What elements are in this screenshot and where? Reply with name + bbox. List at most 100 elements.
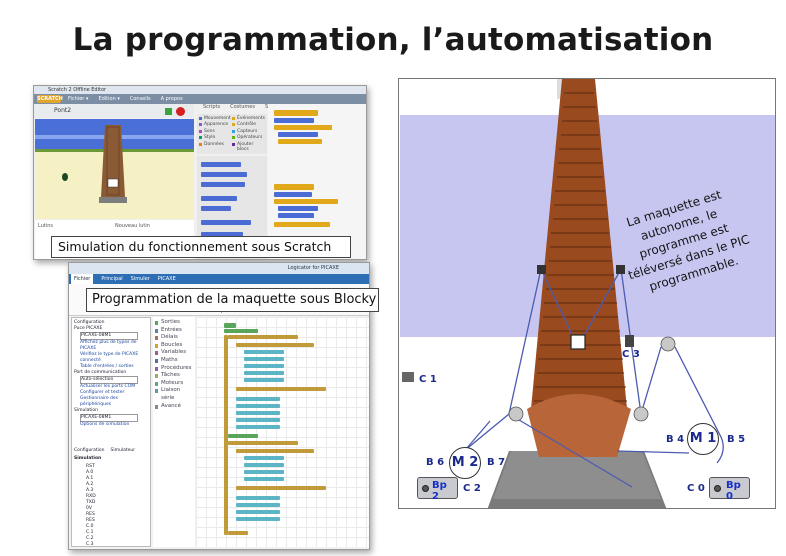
scratch-menu-tips[interactable]: Conseils xyxy=(129,96,151,102)
sensor-c2-label: C 2 xyxy=(463,483,481,494)
config-select[interactable]: PICAXE-08M1 xyxy=(80,332,138,340)
blocky-config-panel: Configuration Puce PICAXE PICAXE-08M1 Af… xyxy=(71,317,151,547)
sensor-c3-label: C 3 xyxy=(622,349,640,360)
sensor-c1-label: C 1 xyxy=(419,374,437,385)
category-outputs[interactable]: Sorties xyxy=(155,319,193,327)
page-title: La programmation, l’automatisation xyxy=(72,22,714,58)
scratch-script-area xyxy=(268,104,366,259)
bottom-tabs: Configuration Simulateur xyxy=(74,448,148,454)
button-bp2: Bp 2 xyxy=(417,477,458,502)
category-events[interactable]: Événements xyxy=(231,116,265,121)
scratch-categories: Mouvement Événements Apparence Contrôle … xyxy=(197,114,267,154)
pin-label: 0V xyxy=(86,506,92,511)
category-variables[interactable]: Variables xyxy=(155,349,193,357)
motor-pin-b7: B 7 xyxy=(487,457,506,468)
button-screw-icon xyxy=(422,485,429,492)
pin-label: RES xyxy=(86,518,95,523)
config-item: Port de communication xyxy=(74,370,127,375)
category-sound[interactable]: Sons xyxy=(199,129,231,134)
pin-label: A.0 xyxy=(86,470,94,475)
pin-label: TXD xyxy=(86,500,96,505)
motor-m2: M 2 xyxy=(449,447,481,479)
scratch-window: Scratch 2 Offline Editor Fichier ▾ Editi… xyxy=(33,85,367,260)
tab-simulator[interactable]: Simulateur xyxy=(110,448,136,453)
scratch-titlebar: Scratch 2 Offline Editor xyxy=(34,86,366,94)
category-data[interactable]: Données xyxy=(199,142,231,152)
scratch-project-name: Pont2 xyxy=(34,104,194,118)
config-item[interactable]: Gestionnaire des périphériques xyxy=(80,396,118,407)
pin-label: A.2 xyxy=(86,482,94,487)
scratch-menubar: Fichier ▾ Edition ▾ Conseils A propos xyxy=(34,94,366,104)
motor-pin-b5: B 5 xyxy=(727,434,746,445)
pin-label: A.1 xyxy=(86,476,94,481)
blocky-ribbon-tabs: Fichier Principal Simuler PICAXE xyxy=(69,274,369,284)
scratch-menu-file[interactable]: Fichier ▾ xyxy=(68,96,89,102)
config-item[interactable]: Configuration xyxy=(74,320,105,325)
sensor-c0-label: C 0 xyxy=(687,483,705,494)
pin-label: RXD xyxy=(86,494,96,499)
category-serial[interactable]: Liaison série xyxy=(155,387,193,402)
category-inputs[interactable]: Entrées xyxy=(155,327,193,335)
stop-icon[interactable] xyxy=(176,107,185,116)
category-sensing[interactable]: Capteurs xyxy=(231,129,265,134)
config-item: Puce PICAXE xyxy=(74,326,103,331)
button-bp0: Bp 0 xyxy=(709,477,750,502)
button-bp0-label: Bp 0 xyxy=(726,480,741,502)
pin-label: C.0 xyxy=(86,524,94,529)
config-item[interactable]: Configurer et tester xyxy=(80,390,125,395)
new-sprite-label: Nouveau lutin xyxy=(115,223,150,229)
category-pen[interactable]: Stylo xyxy=(199,135,231,140)
tab-configuration[interactable]: Configuration xyxy=(74,448,105,453)
category-tasks[interactable]: Tâches xyxy=(155,372,193,380)
motor-pin-b6: B 6 xyxy=(426,457,445,468)
button-screw-icon xyxy=(714,485,721,492)
config-select[interactable]: PICAXE-08M1 xyxy=(80,414,138,422)
simulation-label: Simulation xyxy=(74,456,102,461)
pin-label: C.1 xyxy=(86,530,94,535)
category-delays[interactable]: Délais xyxy=(155,334,193,342)
config-item[interactable]: Table d'entrées / sorties xyxy=(80,364,134,369)
scratch-stage xyxy=(35,119,194,219)
config-select[interactable]: Auto-sélection xyxy=(80,376,138,384)
tab-costumes[interactable]: Costumes xyxy=(230,104,255,110)
tab-scripts[interactable]: Scripts xyxy=(203,104,221,110)
green-flag-icon[interactable] xyxy=(165,108,172,115)
config-item[interactable]: Options de simulation xyxy=(80,422,130,427)
category-more-blocks[interactable]: Ajouter blocs xyxy=(231,142,265,152)
blocky-categories: Sorties Entrées Délais Boucles Variables… xyxy=(153,317,195,547)
bridge-drawing xyxy=(402,79,724,508)
scratch-menu-about[interactable]: A propos xyxy=(160,96,183,102)
category-control[interactable]: Contrôle xyxy=(231,122,265,127)
motor-m1: M 1 xyxy=(687,423,719,455)
sprites-label: Lutins xyxy=(38,223,53,229)
scratch-logo: SCRATCH xyxy=(37,95,63,103)
category-operators[interactable]: Opérateurs xyxy=(231,135,265,140)
motor-pin-b4: B 4 xyxy=(666,434,685,445)
button-bp2-label: Bp 2 xyxy=(432,480,447,502)
ribbon-tab-file[interactable]: Fichier xyxy=(71,274,94,284)
config-item[interactable]: Affichez plus de types de PICAXE xyxy=(80,340,137,351)
category-advanced[interactable]: Avancé xyxy=(155,403,193,411)
category-loops[interactable]: Boucles xyxy=(155,342,193,350)
pin-label: C.3 xyxy=(86,542,94,547)
pin-label: C.2 xyxy=(86,536,94,541)
category-procedures[interactable]: Procédures xyxy=(155,365,193,373)
category-looks[interactable]: Apparence xyxy=(199,122,231,127)
config-item[interactable]: Vérifiez le type de PICAXE connecté xyxy=(80,352,139,363)
config-item[interactable]: Actualiser les ports COM xyxy=(80,384,136,389)
blocky-caption: Programmation de la maquette sous Blocky xyxy=(86,288,379,312)
ribbon-tab-picaxe[interactable]: PICAXE xyxy=(157,276,176,282)
pin-label: A.3 xyxy=(86,488,94,493)
category-motors[interactable]: Moteurs xyxy=(155,380,193,388)
category-motion[interactable]: Mouvement xyxy=(199,116,231,121)
blocky-workspace xyxy=(196,317,369,547)
blocky-titlebar: Logicator for PICAXE xyxy=(69,263,369,274)
model-panel: C 1 C 3 M 2 M 1 B 6 B 7 B 4 B 5 Bp 2 C 2… xyxy=(398,78,776,509)
ribbon-tab-simulate[interactable]: Simuler xyxy=(130,276,150,282)
ribbon-tab-main[interactable]: Principal xyxy=(101,276,123,282)
config-item: Simulation xyxy=(74,408,98,413)
category-maths[interactable]: Maths xyxy=(155,357,193,365)
scratch-caption: Simulation du fonctionnement sous Scratc… xyxy=(51,236,351,258)
pin-label: RST xyxy=(86,464,95,469)
scratch-menu-edit[interactable]: Edition ▾ xyxy=(98,96,120,102)
